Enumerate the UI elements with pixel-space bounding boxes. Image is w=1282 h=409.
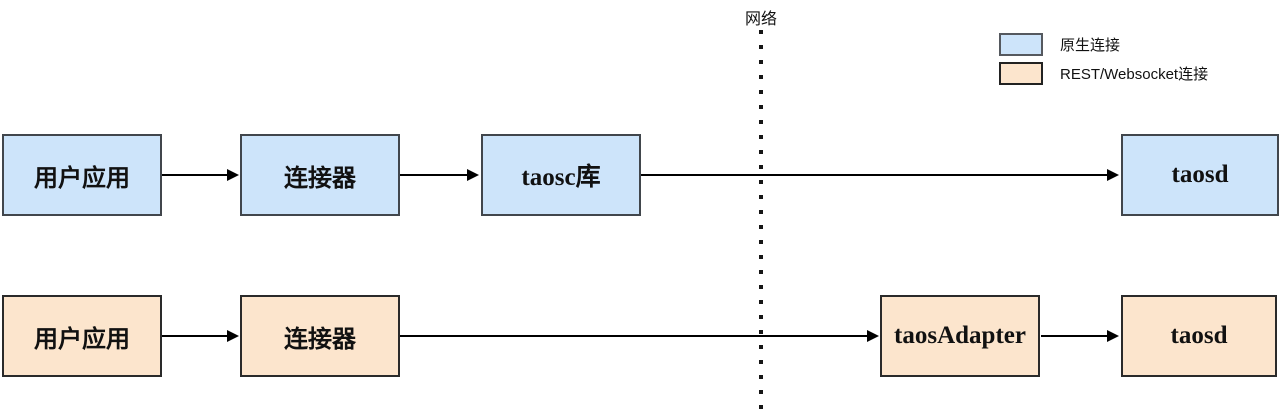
arrow-native-userapp-to-connector [162,169,239,181]
arrow-rest-userapp-to-connector [162,330,239,342]
legend-item-native: 原生连接 [999,33,1208,56]
node-rest-taosd: taosd [1121,295,1277,377]
legend-swatch-rest [999,62,1043,85]
legend-label-native: 原生连接 [1060,37,1121,54]
node-native-user-app: 用户应用 [2,134,162,216]
node-rest-taosadapter: taosAdapter [880,295,1040,377]
node-native-taosd: taosd [1121,134,1279,216]
node-label: 连接器 [284,325,356,353]
node-label: taosAdapter [894,322,1026,349]
node-rest-user-app: 用户应用 [2,295,162,377]
node-label: taosd [1171,161,1229,188]
node-label: 用户应用 [34,164,130,192]
node-label: 连接器 [284,164,356,192]
legend-swatch-native [999,33,1043,56]
legend-label-rest: REST/Websocket连接 [1060,66,1209,83]
arrow-rest-taosadapter-to-taosd [1041,330,1119,342]
network-divider-dotted-line [759,30,763,409]
node-label: taosd [1170,322,1228,349]
arrow-rest-connector-to-taosadapter [400,330,879,342]
node-label: 用户应用 [34,325,130,353]
legend-item-rest: REST/Websocket连接 [999,62,1208,85]
node-native-connector: 连接器 [240,134,400,216]
node-rest-connector: 连接器 [240,295,400,377]
legend: 原生连接 REST/Websocket连接 [999,33,1208,91]
network-divider-label: 网络 [744,11,777,28]
node-label: taosc库 [521,164,601,191]
arrow-native-connector-to-taosc [400,169,479,181]
node-native-taosc-lib: taosc库 [481,134,641,216]
arrow-native-taosc-to-taosd [641,169,1119,181]
